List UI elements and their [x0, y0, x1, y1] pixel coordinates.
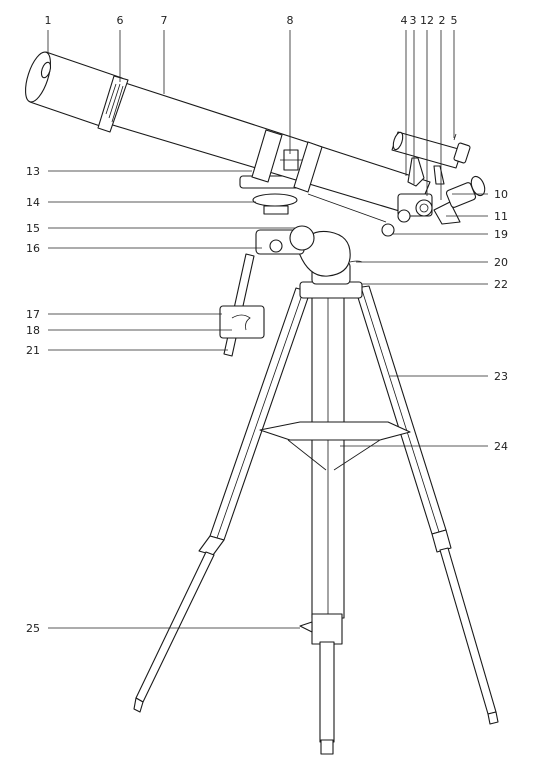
- star-diagonal: [433, 201, 461, 225]
- callout-15: 15: [26, 222, 40, 235]
- tripod-leg-left: [133, 287, 311, 713]
- lens-cell: [97, 75, 129, 133]
- callout-5: 5: [451, 14, 458, 27]
- leg-lock-knob: [299, 621, 313, 633]
- callout-20: 20: [494, 256, 508, 269]
- leader-lines: [47, 30, 488, 629]
- eyepiece: [445, 175, 486, 208]
- callout-21: 21: [26, 344, 40, 357]
- callout-14: 14: [26, 196, 40, 209]
- accessory-tray: [259, 421, 411, 471]
- callout-3: 3: [410, 14, 417, 27]
- counterweight-shaft: [223, 253, 255, 357]
- callout-23: 23: [494, 370, 508, 383]
- callout-13: 13: [26, 165, 40, 178]
- callout-18: 18: [26, 324, 40, 337]
- tripod-leg-right: [354, 285, 499, 725]
- callout-10: 10: [494, 188, 508, 201]
- callout-22: 22: [494, 278, 508, 291]
- callout-2: 2: [439, 14, 446, 27]
- callout-11: 11: [494, 210, 508, 223]
- tripod: [133, 281, 499, 755]
- focuser: [397, 193, 433, 223]
- callout-19: 19: [494, 228, 508, 241]
- callout-16: 16: [26, 242, 40, 255]
- callout-8: 8: [287, 14, 294, 27]
- callout-4: 4: [401, 14, 408, 27]
- callout-7: 7: [161, 14, 168, 27]
- counterweight: [219, 305, 265, 339]
- tripod-leg-center: [311, 289, 345, 755]
- tube-ring: [251, 129, 283, 183]
- optical-tube: [24, 51, 486, 225]
- callout-24: 24: [494, 440, 508, 453]
- callout-17: 17: [26, 308, 40, 321]
- callout-25: 25: [26, 622, 40, 635]
- callout-1: 1: [45, 14, 52, 27]
- callout-labels: 1 6 7 8 4 3 12 2 5 13 10 14 11 15 19 16 …: [26, 14, 508, 635]
- tube-ring-clamp: [280, 149, 302, 171]
- callout-12: 12: [420, 14, 434, 27]
- callout-6: 6: [117, 14, 124, 27]
